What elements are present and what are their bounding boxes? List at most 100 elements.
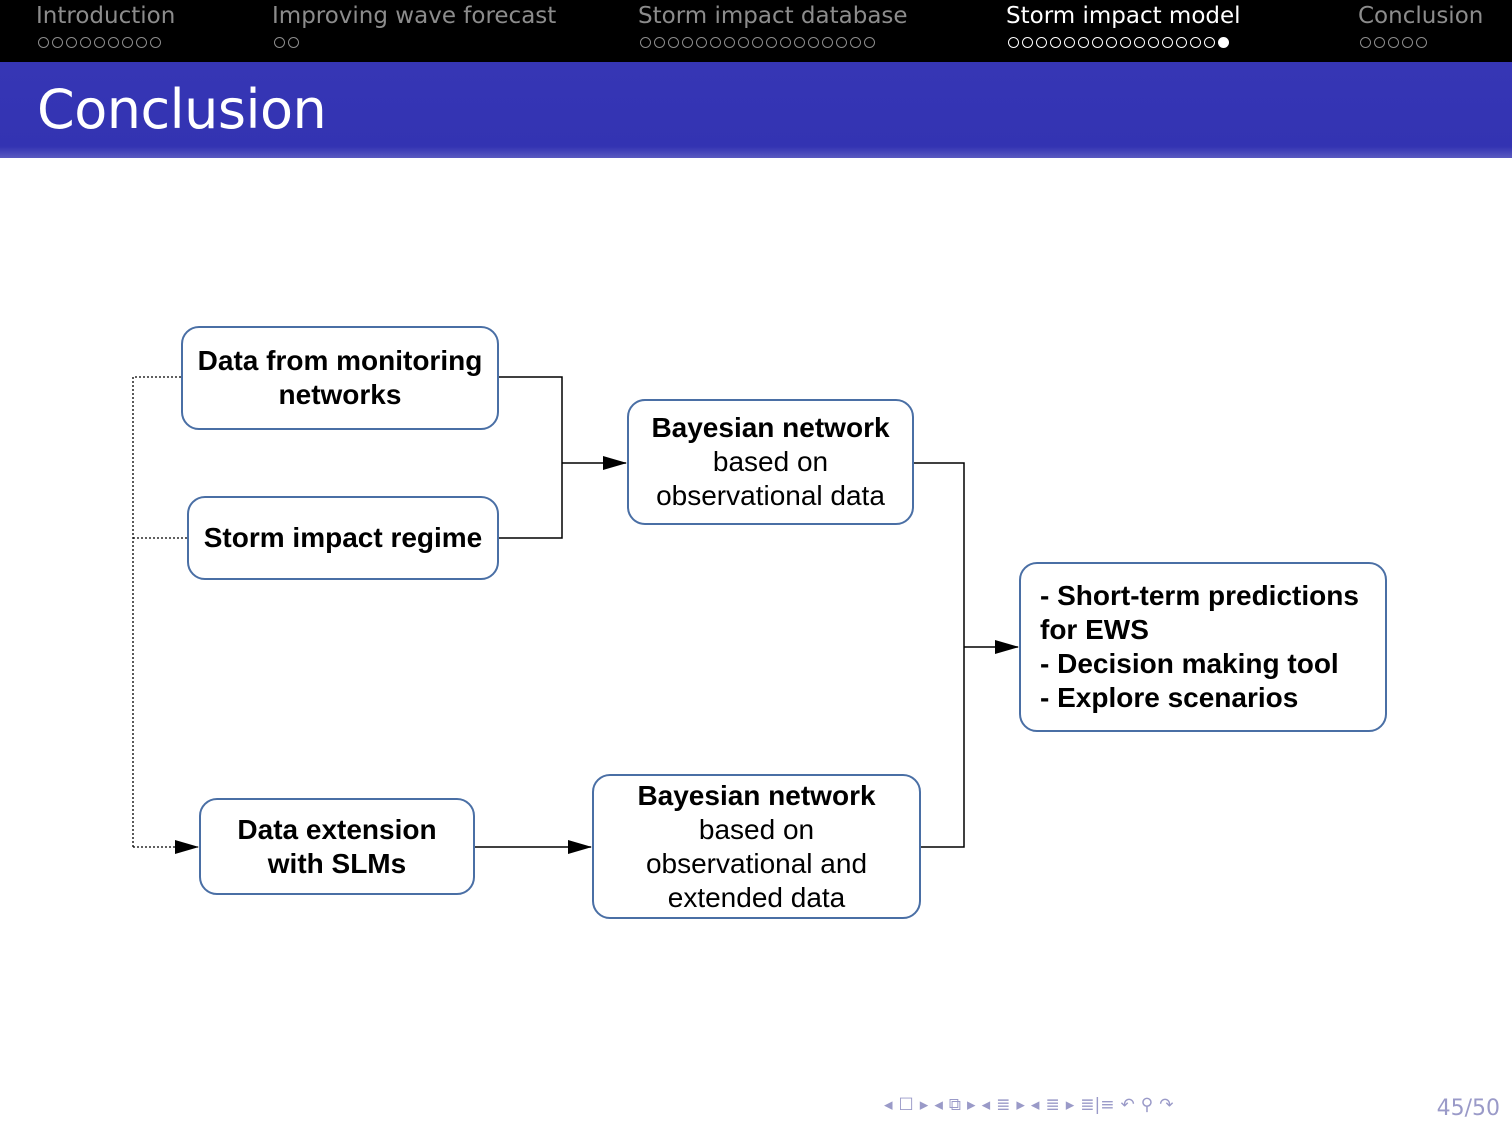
frame-dot[interactable] — [1092, 37, 1103, 48]
frame-dot[interactable] — [822, 37, 833, 48]
slide-title: Conclusion — [37, 78, 327, 141]
nav-document-icon[interactable]: ≣|≡ — [1080, 1095, 1115, 1115]
nav-prev-section-icon[interactable]: ◂ — [981, 1095, 991, 1115]
frame-dot[interactable] — [122, 37, 133, 48]
frame-dot[interactable] — [1148, 37, 1159, 48]
frame-dot[interactable] — [80, 37, 91, 48]
box-text: with SLMs — [267, 847, 407, 879]
frame-dot[interactable] — [1218, 37, 1229, 48]
frame-dot[interactable] — [1134, 37, 1145, 48]
frame-dot[interactable] — [1008, 37, 1019, 48]
box-text: - Decision making tool — [1040, 648, 1339, 679]
nav-next-part-icon[interactable]: ▸ — [1065, 1095, 1075, 1115]
box-text: Bayesian network — [651, 412, 890, 443]
nav-prev-frame-icon[interactable]: ◂ — [884, 1095, 893, 1115]
frame-dot[interactable] — [274, 37, 285, 48]
frame-dot[interactable] — [1064, 37, 1075, 48]
frame-dot[interactable] — [1162, 37, 1173, 48]
frame-dot[interactable] — [1106, 37, 1117, 48]
nav-section-dots[interactable] — [640, 37, 875, 48]
nav-section-dots[interactable] — [38, 37, 161, 48]
nav-next-section-icon[interactable]: ▸ — [1016, 1095, 1025, 1115]
box-bayesian-network-extended: Bayesian network based on observational … — [592, 774, 921, 919]
frame-dot[interactable] — [1374, 37, 1385, 48]
frame-dot[interactable] — [94, 37, 105, 48]
frame-dot[interactable] — [1176, 37, 1187, 48]
nav-part-icon[interactable]: ≣ — [1045, 1095, 1060, 1115]
nav-prev-subsection-icon[interactable]: ◂ — [934, 1095, 943, 1115]
frame-dot[interactable] — [696, 37, 707, 48]
frame-dot[interactable] — [724, 37, 735, 48]
box-text: for EWS — [1040, 614, 1149, 645]
frame-title-bar: Conclusion — [0, 62, 1512, 158]
nav-next-subsection-icon[interactable]: ▸ — [967, 1095, 976, 1115]
nav-section-dots[interactable] — [1008, 37, 1229, 48]
frame-dot[interactable] — [150, 37, 161, 48]
nav-search-icon[interactable]: ⚲ — [1140, 1095, 1154, 1115]
nav-section-label: Storm impact model — [1006, 3, 1241, 29]
page-number: 45/50 — [1436, 1096, 1500, 1121]
frame-dot[interactable] — [668, 37, 679, 48]
box-text: Storm impact regime — [203, 522, 483, 553]
frame-dot[interactable] — [710, 37, 721, 48]
frame-dot[interactable] — [52, 37, 63, 48]
box-text: Data extension — [237, 813, 437, 845]
frame-dot[interactable] — [66, 37, 77, 48]
nav-prev-part-icon[interactable]: ◂ — [1030, 1095, 1040, 1115]
nav-forward-icon[interactable]: ↷ — [1159, 1095, 1174, 1115]
frame-dot[interactable] — [1036, 37, 1047, 48]
connector-bn-merge — [913, 462, 965, 848]
frame-dot[interactable] — [1120, 37, 1131, 48]
frame-dot[interactable] — [850, 37, 861, 48]
nav-section-icon[interactable]: ≣ — [996, 1095, 1011, 1115]
nav-back-icon[interactable]: ↶ — [1120, 1095, 1135, 1115]
frame-dot[interactable] — [1388, 37, 1399, 48]
box-text: Bayesian network — [637, 779, 876, 811]
nav-section-label: Introduction — [36, 3, 176, 29]
frame-dot[interactable] — [654, 37, 665, 48]
frame-dot[interactable] — [738, 37, 749, 48]
frame-dot[interactable] — [682, 37, 693, 48]
frame-dot[interactable] — [766, 37, 777, 48]
nav-next-frame-icon[interactable]: ▸ — [919, 1095, 929, 1115]
frame-dot[interactable] — [640, 37, 651, 48]
nav-frame-icon[interactable]: ☐ — [898, 1095, 914, 1115]
box-outcomes: - Short-term predictions for EWS - Decis… — [1019, 562, 1387, 732]
frame-dot[interactable] — [808, 37, 819, 48]
frame-dot[interactable] — [836, 37, 847, 48]
box-text: based on — [712, 446, 829, 477]
frame-dot[interactable] — [1416, 37, 1427, 48]
frame-dot[interactable] — [288, 37, 299, 48]
nav-section-label: Improving wave forecast — [272, 3, 557, 29]
box-data-extension-slms: Data extension with SLMs — [199, 798, 475, 895]
nav-section-dots[interactable] — [1360, 37, 1427, 48]
box-text: - Explore scenarios — [1040, 682, 1299, 713]
box-text: - Short-term predictions — [1040, 580, 1359, 611]
frame-dot[interactable] — [1360, 37, 1371, 48]
frame-dot[interactable] — [108, 37, 119, 48]
frame-dot[interactable] — [1204, 37, 1215, 48]
box-bayesian-network-observational: Bayesian network based on observational … — [627, 399, 914, 525]
frame-dot[interactable] — [1022, 37, 1033, 48]
box-storm-impact-regime: Storm impact regime — [187, 496, 499, 580]
nav-subsection-icon[interactable]: ⧉ — [948, 1095, 962, 1115]
box-text: observational data — [656, 480, 885, 511]
frame-dot[interactable] — [780, 37, 791, 48]
frame-dot[interactable] — [864, 37, 875, 48]
nav-section-label: Storm impact database — [638, 3, 908, 29]
frame-dot[interactable] — [1050, 37, 1061, 48]
frame-dot[interactable] — [1078, 37, 1089, 48]
frame-dot[interactable] — [38, 37, 49, 48]
frame-dot[interactable] — [794, 37, 805, 48]
frame-dot[interactable] — [752, 37, 763, 48]
connector-monitoring-merge — [498, 376, 563, 539]
box-text: observational and — [645, 847, 868, 879]
frame-dot[interactable] — [136, 37, 147, 48]
frame-dot[interactable] — [1402, 37, 1413, 48]
box-data-monitoring-networks: Data from monitoring networks — [181, 326, 499, 430]
frame-dot[interactable] — [1190, 37, 1201, 48]
nav-section-dots[interactable] — [274, 37, 299, 48]
beamer-navigation-symbols: ◂ ☐ ▸ ◂ ⧉ ▸ ◂ ≣ ▸ ◂ ≣ ▸ ≣|≡ ↶ ⚲ ↷ — [884, 1092, 1173, 1118]
box-text: based on — [698, 813, 815, 845]
